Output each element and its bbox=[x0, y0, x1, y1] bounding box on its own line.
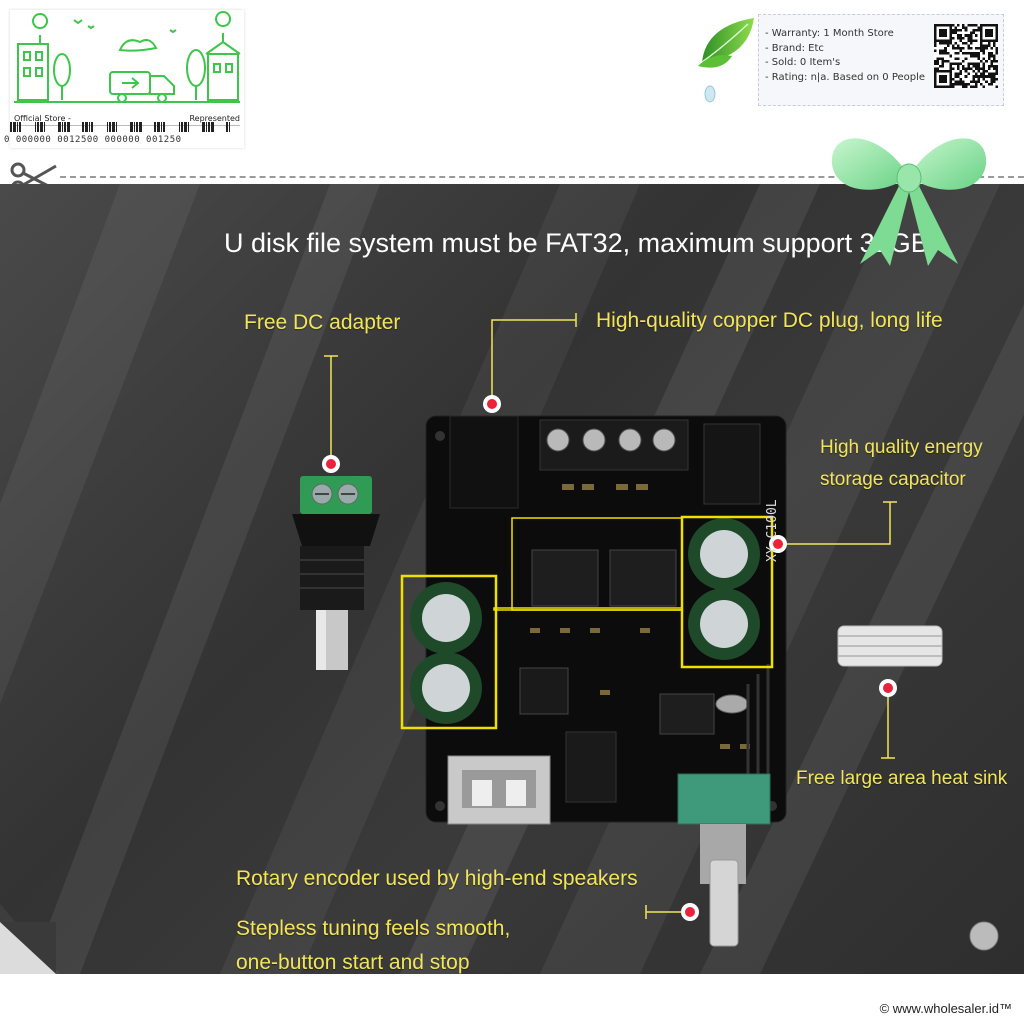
callout-dc-adapter: Free DC adapter bbox=[244, 311, 401, 334]
qr-code[interactable] bbox=[934, 24, 998, 88]
dc-adapter bbox=[292, 476, 380, 670]
store-card: Official Store - Represented bbox=[10, 10, 244, 148]
callout-encoder: Rotary encoder used by high-end speakers bbox=[236, 867, 638, 890]
heat-sink bbox=[837, 625, 943, 667]
product-artwork bbox=[0, 184, 1024, 974]
leader-lines bbox=[324, 313, 897, 919]
store-left-label: Official Store - bbox=[14, 114, 71, 123]
right-capacitors bbox=[688, 518, 760, 660]
callout-heat-sink: Free large area heat sink bbox=[796, 768, 1008, 789]
sold-text: - Sold: 0 Item's bbox=[765, 57, 841, 68]
leaf-icon bbox=[698, 18, 754, 103]
store-right-label: Represented bbox=[189, 114, 240, 123]
callout-dc-plug: High-quality copper DC plug, long life bbox=[596, 309, 943, 332]
left-capacitors bbox=[410, 582, 482, 724]
store-label-row: Official Store - Represented bbox=[14, 114, 240, 126]
callout-capacitor-line1: High quality energy bbox=[820, 437, 983, 458]
barcode-number: 0 000000 0012500 000000 001250 bbox=[4, 135, 182, 145]
callout-markers bbox=[322, 395, 897, 921]
product-headline: U disk file system must be FAT32, maximu… bbox=[224, 228, 929, 258]
product-image: U disk file system must be FAT32, maximu… bbox=[0, 184, 1024, 974]
ribbon-bow-icon bbox=[831, 138, 987, 266]
callout-tuning-line1: Stepless tuning feels smooth, bbox=[236, 917, 511, 940]
copyright-text: © www.wholesaler.id™ bbox=[879, 1001, 1012, 1016]
rating-text: - Rating: n|a. Based on 0 People bbox=[765, 71, 926, 83]
callout-tuning-line2: one-button start and stop bbox=[236, 951, 470, 974]
silver-dot-icon bbox=[969, 921, 999, 951]
callout-capacitor-line2: storage capacitor bbox=[820, 469, 966, 490]
cut-line bbox=[60, 176, 1024, 178]
store-illustration bbox=[14, 11, 241, 103]
brand-text: - Brand: Etc bbox=[765, 42, 824, 54]
amplifier-board bbox=[400, 415, 787, 947]
warranty-text: - Warranty: 1 Month Store bbox=[765, 28, 894, 39]
info-list: - Warranty: 1 Month Store - Brand: Etc -… bbox=[765, 27, 925, 85]
board-model-label: XY-C100L bbox=[765, 499, 780, 562]
barcode bbox=[10, 122, 230, 132]
